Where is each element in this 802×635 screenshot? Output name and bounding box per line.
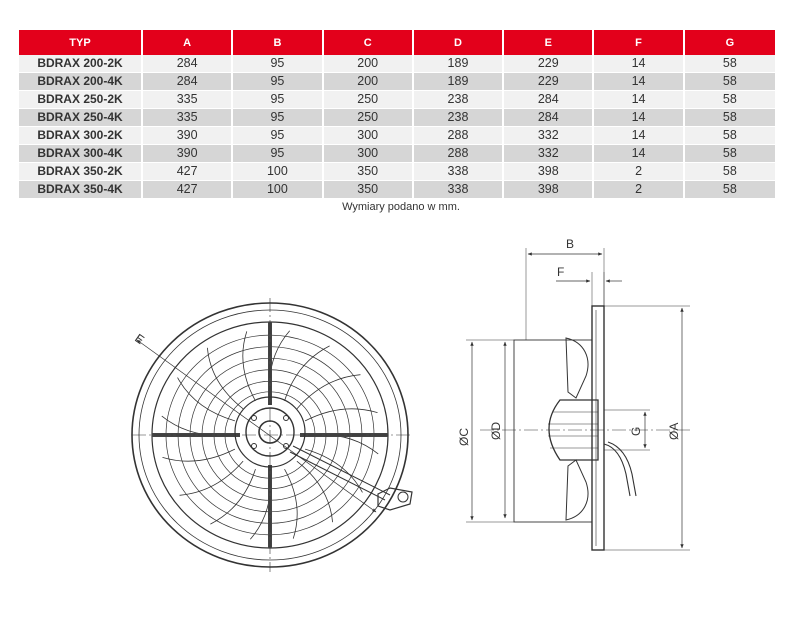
value-cell: 229 — [504, 73, 595, 91]
value-cell: 58 — [684, 181, 775, 199]
front-view — [131, 298, 413, 572]
value-cell: 427 — [143, 181, 234, 199]
column-header-a: A — [143, 30, 234, 55]
value-cell: 95 — [233, 55, 324, 73]
model-cell: BDRAX 250-2K — [19, 91, 143, 109]
value-cell: 284 — [504, 109, 595, 127]
value-cell: 350 — [323, 163, 414, 181]
value-cell: 95 — [233, 91, 324, 109]
value-cell: 338 — [413, 181, 505, 199]
column-header-f: F — [594, 30, 685, 55]
value-cell: 288 — [413, 145, 505, 163]
value-cell: 100 — [233, 163, 324, 181]
value-cell: 58 — [684, 127, 775, 145]
value-cell: 14 — [594, 55, 685, 73]
column-header-typ: TYP — [19, 30, 143, 55]
model-cell: BDRAX 250-4K — [19, 109, 143, 127]
value-cell: 335 — [143, 91, 234, 109]
model-cell: BDRAX 350-2K — [19, 163, 143, 181]
value-cell: 2 — [594, 163, 685, 181]
value-cell: 100 — [233, 181, 324, 199]
label-f: F — [557, 265, 564, 279]
value-cell: 189 — [413, 73, 505, 91]
value-cell: 350 — [323, 181, 414, 199]
value-cell: 284 — [143, 73, 234, 91]
label-d: ØD — [489, 422, 503, 440]
model-cell: BDRAX 200-4K — [19, 73, 143, 91]
value-cell: 14 — [594, 127, 685, 145]
side-blade — [565, 337, 589, 399]
value-cell: 58 — [684, 55, 775, 73]
model-cell: BDRAX 300-4K — [19, 145, 143, 163]
value-cell: 338 — [413, 163, 505, 181]
value-cell: 58 — [684, 145, 775, 163]
column-header-g: G — [684, 30, 775, 55]
side-motor — [548, 399, 599, 461]
side-shroud — [513, 339, 593, 523]
value-cell: 398 — [504, 181, 595, 199]
label-c: ØC — [457, 428, 471, 446]
value-cell: 58 — [684, 91, 775, 109]
value-cell: 250 — [323, 91, 414, 109]
column-header-c: C — [323, 30, 414, 55]
value-cell: 200 — [323, 55, 414, 73]
value-cell: 14 — [594, 109, 685, 127]
value-cell: 58 — [684, 163, 775, 181]
value-cell: 390 — [143, 145, 234, 163]
value-cell: 58 — [684, 109, 775, 127]
value-cell: 58 — [684, 73, 775, 91]
value-cell: 390 — [143, 127, 234, 145]
value-cell: 300 — [323, 145, 414, 163]
value-cell: 229 — [504, 55, 595, 73]
label-b: B — [566, 237, 574, 251]
value-cell: 95 — [233, 145, 324, 163]
value-cell: 335 — [143, 109, 234, 127]
value-cell: 14 — [594, 91, 685, 109]
value-cell: 288 — [413, 127, 505, 145]
value-cell: 200 — [323, 73, 414, 91]
label-e: E — [132, 331, 147, 347]
side-cable — [603, 443, 631, 497]
label-a: ØA — [667, 423, 681, 440]
model-cell: BDRAX 300-2K — [19, 127, 143, 145]
value-cell: 332 — [504, 127, 595, 145]
units-note: Wymiary podano w mm. — [342, 201, 460, 213]
value-cell: 332 — [504, 145, 595, 163]
model-cell: BDRAX 350-4K — [19, 181, 143, 199]
value-cell: 427 — [143, 163, 234, 181]
value-cell: 95 — [233, 73, 324, 91]
value-cell: 284 — [504, 91, 595, 109]
value-cell: 14 — [594, 73, 685, 91]
value-cell: 284 — [143, 55, 234, 73]
value-cell: 95 — [233, 109, 324, 127]
value-cell: 189 — [413, 55, 505, 73]
model-cell: BDRAX 200-2K — [19, 55, 143, 73]
value-cell: 14 — [594, 145, 685, 163]
value-cell: 300 — [323, 127, 414, 145]
label-g: G — [629, 427, 643, 436]
value-cell: 238 — [413, 91, 505, 109]
value-cell: 95 — [233, 127, 324, 145]
value-cell: 250 — [323, 109, 414, 127]
value-cell: 398 — [504, 163, 595, 181]
column-header-d: D — [413, 30, 505, 55]
side-view — [466, 248, 690, 551]
column-header-e: E — [504, 30, 595, 55]
value-cell: 2 — [594, 181, 685, 199]
column-header-b: B — [233, 30, 324, 55]
cable-gland — [377, 487, 413, 511]
value-cell: 238 — [413, 109, 505, 127]
